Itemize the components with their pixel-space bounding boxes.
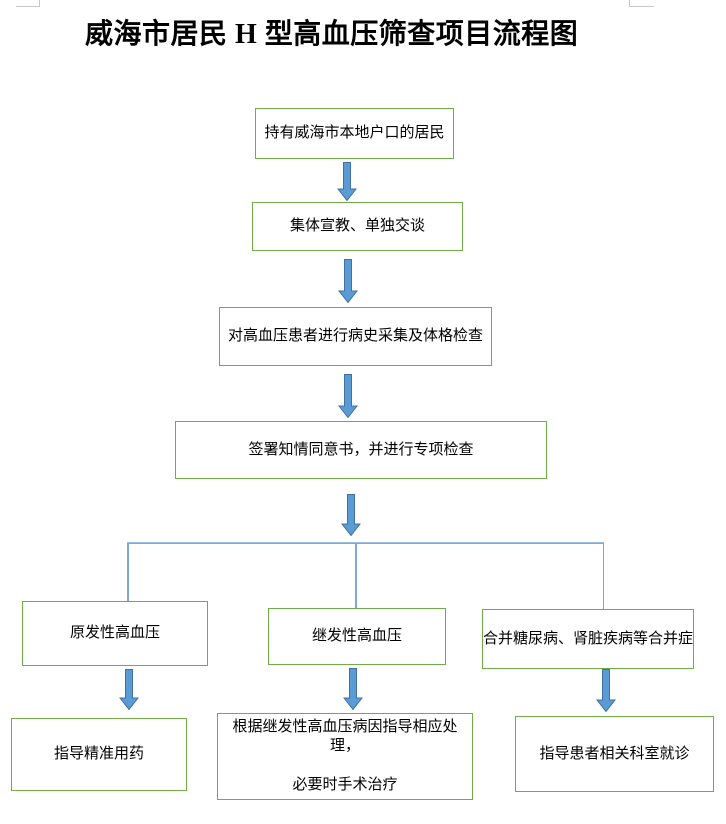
flow-node-secondary-treatment: 根据继发性高血压病因指导相应处理， 必要时手术治疗 xyxy=(217,713,473,800)
flow-node-secondary-hypertension: 继发性高血压 xyxy=(268,608,446,665)
page-title: 威海市居民 H 型高血压筛查项目流程图 xyxy=(85,19,579,50)
flow-node-education: 集体宣教、单独交谈 xyxy=(252,202,463,251)
canvas-corner-mark-top-left xyxy=(16,6,40,7)
down-arrow-icon xyxy=(341,494,361,536)
flow-node-precise-medication: 指导精准用药 xyxy=(11,718,187,791)
flow-node-residents: 持有威海市本地户口的居民 xyxy=(255,108,454,159)
flow-node-consent: 签署知情同意书，并进行专项检查 xyxy=(175,421,547,479)
flow-node-primary-hypertension: 原发性高血压 xyxy=(22,601,208,666)
flow-node-education-label: 集体宣教、单独交谈 xyxy=(289,217,425,235)
canvas-corner-mark-top-right xyxy=(629,0,630,7)
canvas-corner-mark-top-right xyxy=(629,6,654,7)
flow-node-secondary-label: 继发性高血压 xyxy=(311,627,402,645)
flow-node-medication-label: 指导精准用药 xyxy=(53,745,144,763)
canvas-corner-mark-top-left xyxy=(39,0,40,7)
down-arrow-icon xyxy=(338,259,358,303)
flow-node-consent-label: 签署知情同意书，并进行专项检查 xyxy=(248,440,474,458)
flow-node-referral: 指导患者相关科室就诊 xyxy=(515,716,714,792)
down-arrow-icon xyxy=(343,668,363,710)
down-arrow-icon xyxy=(338,374,358,418)
flow-node-primary-label: 原发性高血压 xyxy=(69,624,160,642)
flow-node-exam-label: 对高血压患者进行病史采集及体格检查 xyxy=(227,327,483,345)
flow-node-comorbidity: 合并糖尿病、肾脏疾病等合并症 xyxy=(482,609,694,669)
flow-node-secondary-treatment-line1: 根据继发性高血压病因指导相应处理， xyxy=(232,717,458,754)
down-arrow-icon xyxy=(596,669,616,712)
branch-connector-center-line xyxy=(355,543,357,608)
flow-node-referral-label: 指导患者相关科室就诊 xyxy=(539,744,690,762)
down-arrow-icon xyxy=(337,162,357,201)
branch-connector-right-line xyxy=(602,543,604,609)
branch-connector-horizontal-line xyxy=(127,542,604,544)
down-arrow-icon xyxy=(119,669,139,710)
flow-node-secondary-treatment-line2: 必要时手术治疗 xyxy=(292,776,398,794)
branch-connector-left-line xyxy=(127,543,129,601)
flow-node-comorbidity-label: 合并糖尿病、肾脏疾病等合并症 xyxy=(483,629,694,647)
flow-node-residents-label: 持有威海市本地户口的居民 xyxy=(264,124,445,142)
flow-node-exam: 对高血压患者进行病史采集及体格检查 xyxy=(219,307,492,366)
